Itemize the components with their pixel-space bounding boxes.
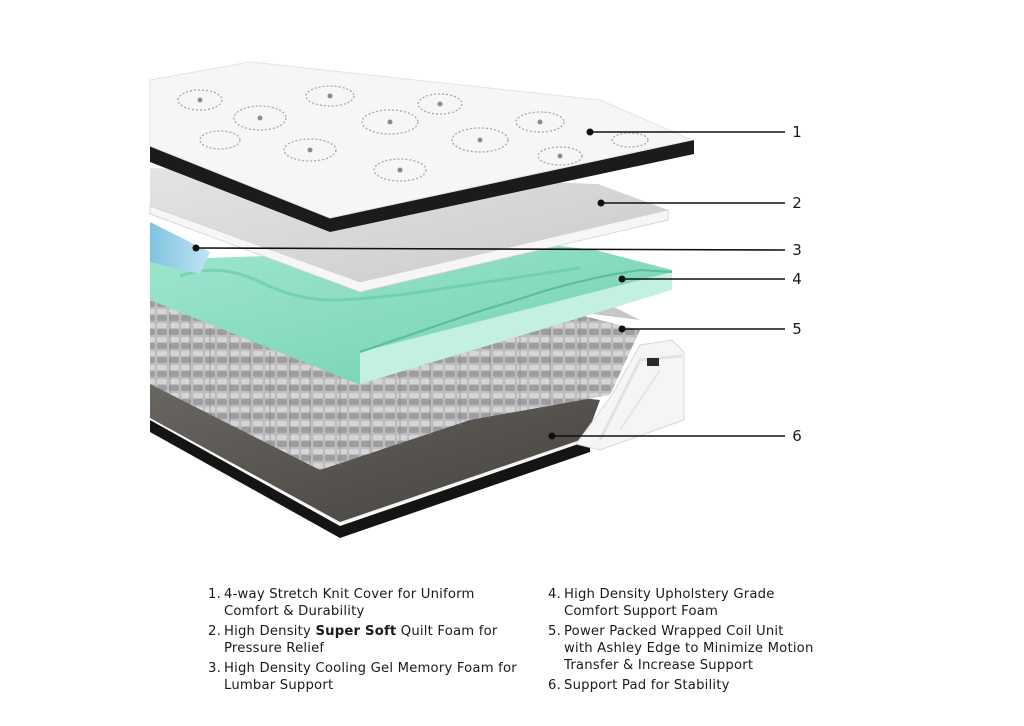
callout-number-6: 6	[792, 427, 802, 445]
callout-line-3	[195, 247, 786, 251]
callout-number-3: 3	[792, 241, 802, 259]
feature-number: 4.	[548, 587, 561, 602]
feature-text: High Density Super Soft Quilt Foam for P…	[224, 624, 498, 656]
gel-memory-foam-layer	[150, 222, 210, 274]
base-layer	[150, 414, 590, 538]
feature-number: 5.	[548, 624, 561, 639]
callout-dots	[192, 128, 626, 440]
callout-number-1: 1	[792, 123, 802, 141]
callout-number-2: 2	[792, 194, 802, 212]
feature-text: 4-way Stretch Knit Cover for Uniform Com…	[224, 587, 475, 619]
callout-lines	[195, 131, 786, 437]
callout-number-4: 4	[792, 270, 802, 288]
feature-number: 2.	[208, 624, 221, 639]
comfort-support-foam-layer	[150, 246, 673, 384]
feature-number: 3.	[208, 661, 221, 676]
feature-text: Support Pad for Stability	[564, 678, 730, 693]
feature-number: 1.	[208, 587, 221, 602]
edge-panel	[575, 339, 685, 451]
callout-number-5: 5	[792, 320, 802, 338]
feature-text: High Density Upholstery Grade Comfort Su…	[564, 587, 775, 619]
knit-cover-layer	[149, 61, 694, 232]
feature-text: Power Packed Wrapped Coil Unit with Ashl…	[564, 624, 814, 673]
feature-number: 6.	[548, 678, 561, 693]
feature-text: High Density Cooling Gel Memory Foam for…	[224, 661, 517, 693]
